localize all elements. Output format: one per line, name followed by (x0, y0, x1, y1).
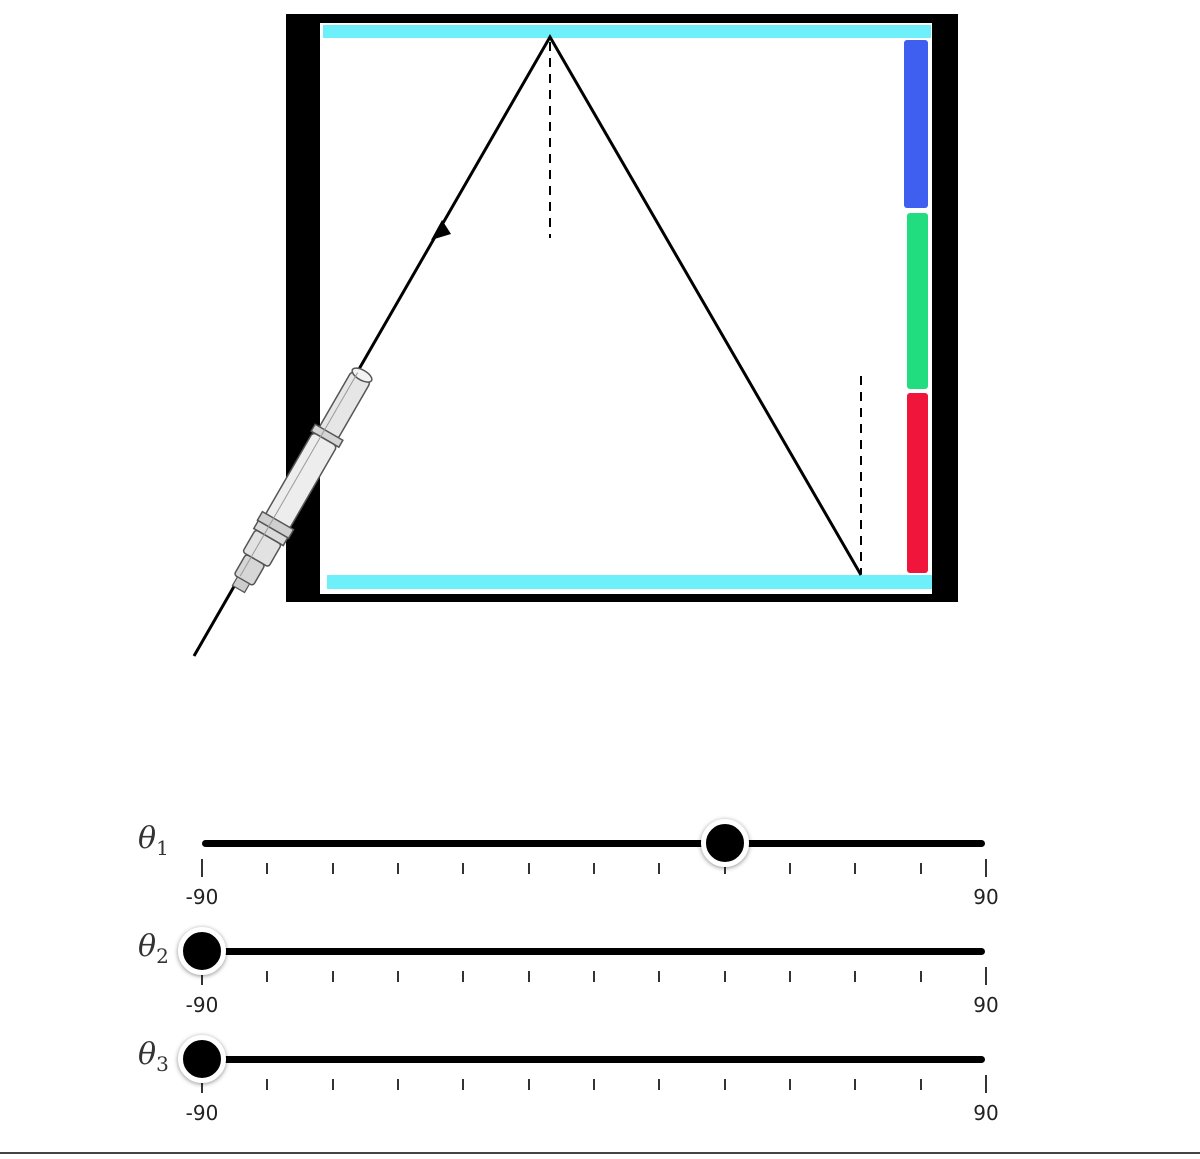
bottom-divider (0, 1152, 1200, 1154)
theta-1-slider[interactable]: θ1 -90 90 (0, 819, 1200, 943)
tick-mark (201, 859, 203, 877)
tick-mark (723, 1079, 726, 1090)
tick-mark (854, 1079, 857, 1090)
tick-mark (985, 1075, 987, 1093)
theta-2-slider[interactable]: θ2 -90 90 (0, 927, 1200, 1051)
bottom-mirror (327, 575, 932, 589)
top-mirror (323, 25, 931, 38)
tick-mark (593, 1079, 595, 1090)
tick-mark (789, 971, 791, 982)
tick-mark (331, 863, 334, 874)
tick-mark (723, 971, 726, 982)
tick-mark (854, 971, 857, 982)
tick-mark (397, 971, 399, 982)
tick-mark (331, 1079, 334, 1090)
tick-mark (919, 971, 922, 982)
slider-knob[interactable] (700, 819, 749, 867)
tick-mark (658, 1079, 661, 1090)
theta-3-slider[interactable]: θ3 -90 90 (0, 1035, 1200, 1159)
slider-max-label: 90 (973, 1101, 999, 1125)
slider-knob[interactable] (178, 1035, 226, 1083)
tick-mark (919, 863, 922, 874)
slider-min-label: -90 (185, 885, 219, 909)
laser-pointer-icon (231, 367, 373, 594)
tick-mark (462, 1079, 465, 1090)
tick-mark (266, 863, 269, 874)
tick-mark (527, 1079, 530, 1090)
tick-mark (397, 1079, 399, 1090)
tick-mark (854, 863, 857, 874)
tick-mark (789, 1079, 791, 1090)
slider-track[interactable] (202, 1056, 985, 1063)
tick-mark (527, 863, 530, 874)
slider-track[interactable] (202, 948, 985, 955)
tick-mark (658, 971, 661, 982)
slider-min-label: -90 (185, 993, 219, 1017)
tick-mark (201, 967, 203, 985)
green-filter (907, 213, 928, 389)
tick-mark (919, 1079, 922, 1090)
theta-3-label: θ3 (138, 1037, 169, 1076)
slider-knob[interactable] (178, 927, 226, 975)
slider-min-label: -90 (185, 1101, 219, 1125)
tick-mark (593, 971, 595, 982)
theta-1-label: θ1 (138, 821, 169, 860)
tick-mark (201, 1075, 203, 1093)
tick-mark (331, 971, 334, 982)
tick-mark (462, 863, 465, 874)
red-filter (907, 393, 928, 573)
tick-mark (593, 863, 595, 874)
tick-mark (985, 859, 987, 877)
tick-mark (266, 971, 269, 982)
tick-mark (789, 863, 791, 874)
blue-filter (904, 40, 928, 208)
theta-2-label: θ2 (138, 929, 169, 968)
optics-diagram (192, 14, 958, 657)
tick-mark (266, 1079, 269, 1090)
slider-max-label: 90 (973, 885, 999, 909)
ray-direction-arrow (431, 220, 451, 240)
tick-mark (723, 863, 726, 874)
tick-mark (527, 971, 530, 982)
slider-track[interactable] (202, 840, 985, 847)
tick-mark (658, 863, 661, 874)
tick-mark (397, 863, 399, 874)
slider-max-label: 90 (973, 993, 999, 1017)
tick-mark (462, 971, 465, 982)
tick-mark (985, 967, 987, 985)
box-frame (286, 14, 958, 602)
